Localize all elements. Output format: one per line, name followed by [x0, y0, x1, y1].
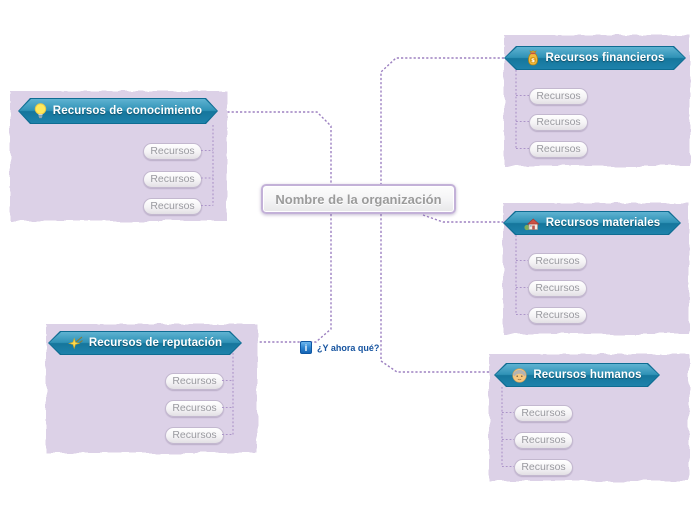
subtopic-pill[interactable]: Recursos — [165, 373, 224, 390]
subtopic-pill[interactable]: Recursos — [514, 459, 573, 476]
person-icon — [512, 368, 527, 383]
subtopic-label: Recursos — [172, 375, 217, 388]
node-gloss — [504, 212, 680, 234]
subtopic-label: Recursos — [150, 173, 195, 186]
connector-humanos — [380, 214, 495, 373]
subtopic-pill[interactable]: Recursos — [528, 253, 587, 270]
connector-reputacion — [243, 214, 332, 343]
subtopic-pill[interactable]: Recursos — [529, 114, 588, 131]
branch-materiales: Recursos materiales Recursos Recursos Re… — [503, 203, 689, 334]
subtopic-label: Recursos — [536, 116, 581, 129]
subtopic-pill[interactable]: Recursos — [529, 88, 588, 105]
subtopic-pill[interactable]: Recursos — [528, 280, 587, 297]
money-bag-icon: $ — [526, 50, 540, 66]
subtopic-label: Recursos — [521, 407, 566, 420]
subtopic-pill[interactable]: Recursos — [165, 400, 224, 417]
node-gloss — [505, 47, 685, 69]
subtopic-pill[interactable]: Recursos — [143, 143, 202, 160]
node-gloss — [19, 99, 217, 123]
subtopic-label: Recursos — [521, 461, 566, 474]
subtopic-label: Recursos — [172, 402, 217, 415]
subtopic-label: Recursos — [536, 90, 581, 103]
branch-label: Recursos materiales — [545, 217, 661, 229]
branch-node-humanos[interactable]: Recursos humanos — [494, 363, 660, 387]
shooting-star-icon — [68, 336, 83, 351]
node-gloss — [495, 364, 659, 386]
branch-humanos: Recursos humanos Recursos Recursos Recur… — [489, 354, 689, 481]
central-topic-node[interactable]: Nombre de la organización — [261, 184, 456, 214]
subtopic-pill[interactable]: Recursos — [165, 427, 224, 444]
subtopic-label: Recursos — [150, 145, 195, 158]
branch-node-reputacion[interactable]: Recursos de reputación — [48, 331, 242, 355]
subtopic-pill[interactable]: Recursos — [143, 171, 202, 188]
branch-node-financieros[interactable]: $ Recursos financieros — [504, 46, 686, 70]
branch-node-materiales[interactable]: Recursos materiales — [503, 211, 681, 235]
subtopic-label: Recursos — [521, 434, 566, 447]
subtopic-label: Recursos — [150, 200, 195, 213]
subtopic-label: Recursos — [535, 255, 580, 268]
subtopic-pill[interactable]: Recursos — [529, 141, 588, 158]
subtopic-pill[interactable]: Recursos — [514, 405, 573, 422]
central-topic-label: Nombre de la organización — [275, 191, 442, 207]
subtopic-pill[interactable]: Recursos — [514, 432, 573, 449]
lightbulb-icon — [34, 103, 47, 120]
house-icon — [524, 216, 540, 231]
subtopic-pill[interactable]: Recursos — [528, 307, 587, 324]
info-icon[interactable] — [300, 341, 312, 354]
branch-reputacion: Recursos de reputación Recursos Recursos… — [46, 324, 257, 453]
subtopic-label: Recursos — [172, 429, 217, 442]
subtopic-label: Recursos — [536, 143, 581, 156]
connector-conocimiento — [219, 111, 332, 185]
note-label: ¿Y ahora qué? — [317, 342, 380, 353]
node-gloss — [49, 332, 241, 354]
branch-conocimiento: Recursos de conocimiento Recursos Recurs… — [10, 91, 227, 221]
connector-materiales — [422, 214, 504, 223]
branch-label: Recursos humanos — [533, 369, 642, 381]
branch-label: Recursos de reputación — [88, 337, 223, 349]
branch-financieros: $ Recursos financieros Recursos Recursos… — [504, 35, 690, 166]
branch-node-conocimiento[interactable]: Recursos de conocimiento — [18, 98, 218, 124]
branch-label: Recursos de conocimiento — [52, 105, 203, 117]
svg-text:$: $ — [531, 58, 535, 64]
subtopic-pill[interactable]: Recursos — [143, 198, 202, 215]
branch-label: Recursos financieros — [545, 52, 665, 64]
connector-financieros — [380, 57, 504, 185]
subtopic-label: Recursos — [535, 282, 580, 295]
floating-note[interactable]: ¿Y ahora qué? — [300, 341, 379, 354]
subtopic-label: Recursos — [535, 309, 580, 322]
